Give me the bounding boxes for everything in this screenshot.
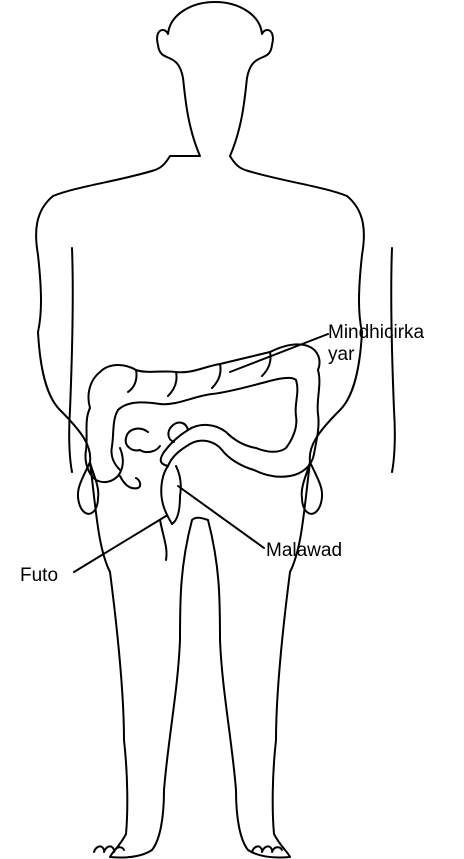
anus-label: Futo [20,565,58,587]
colon [85,344,319,488]
body-outline [36,2,364,857]
colon-label: Mindhicirka yar [328,322,424,366]
leader-rectum [178,486,264,548]
leader-anus [74,516,166,572]
colon-label-line1: Mindhicirka [328,322,424,344]
colon-label-line2: yar [328,344,424,366]
rectum [161,466,181,524]
rectum-label: Malawad [266,540,342,562]
leader-colon [230,334,328,372]
